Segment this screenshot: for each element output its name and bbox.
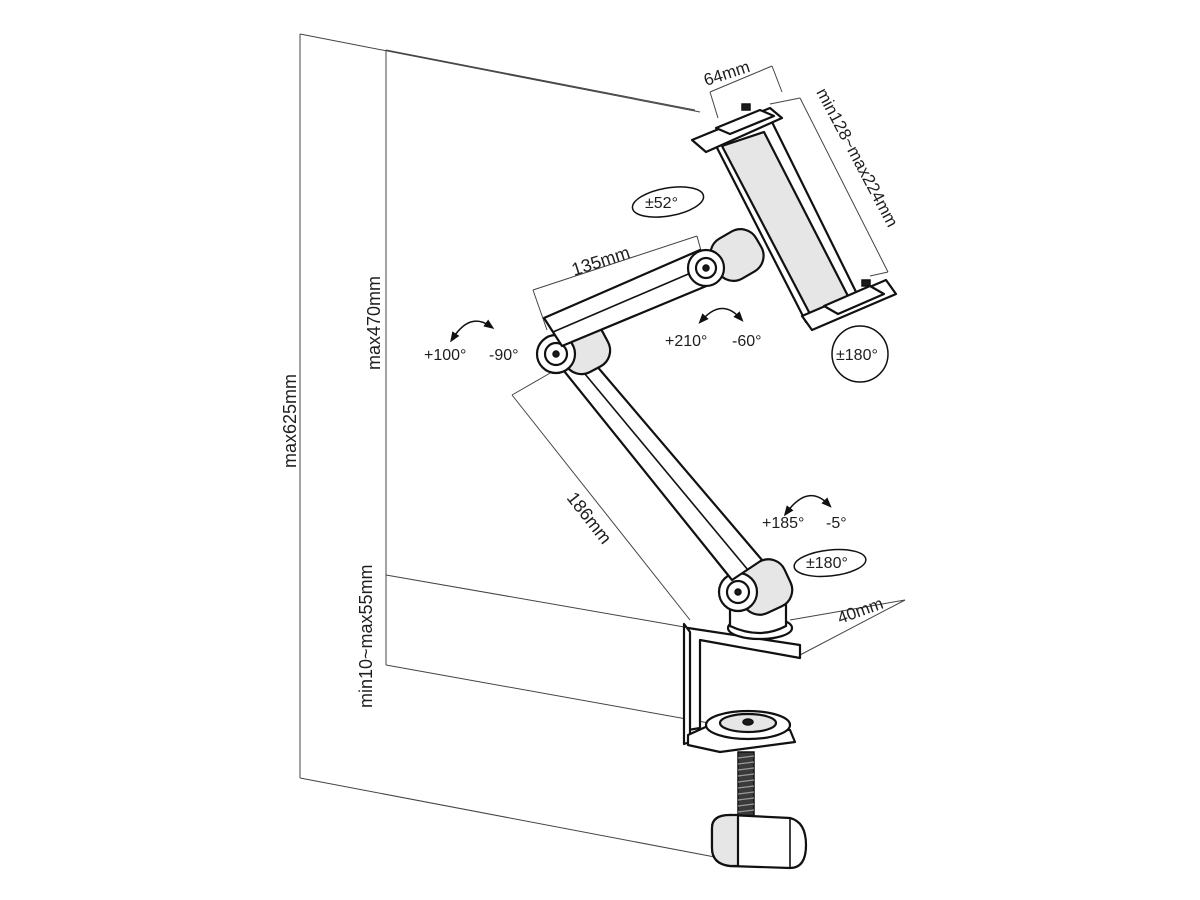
tablet-holder — [690, 103, 898, 332]
head-rotate-label: ±180° — [836, 347, 878, 364]
holder-width-label: min128~max224mm — [812, 85, 901, 230]
lower-arm — [550, 342, 764, 582]
elbow-down-label: -90° — [489, 347, 519, 364]
base-up-label: +185° — [762, 515, 804, 532]
base-down-label: -5° — [826, 515, 847, 532]
elbow-up-label: +100° — [424, 347, 466, 364]
head-up-label: +210° — [665, 333, 707, 350]
upper-arm-length-label: 135mm — [569, 242, 632, 280]
clamp-range-label: min10~max55mm — [356, 564, 376, 708]
head-tilt-label: ±52° — [645, 195, 678, 212]
total-height-label: max625mm — [280, 374, 300, 468]
arm-height-label: max470mm — [364, 276, 384, 370]
desk-clamp — [682, 622, 808, 870]
base-depth-label: 40mm — [835, 594, 886, 628]
extension-lines — [299, 33, 906, 859]
base-swivel-label: ±180° — [806, 555, 848, 572]
head-joint — [686, 228, 765, 288]
lower-arm-length-label: 186mm — [563, 488, 616, 548]
base-joint — [717, 558, 794, 641]
head-down-label: -60° — [732, 333, 762, 350]
rotation-arcs — [450, 186, 889, 578]
